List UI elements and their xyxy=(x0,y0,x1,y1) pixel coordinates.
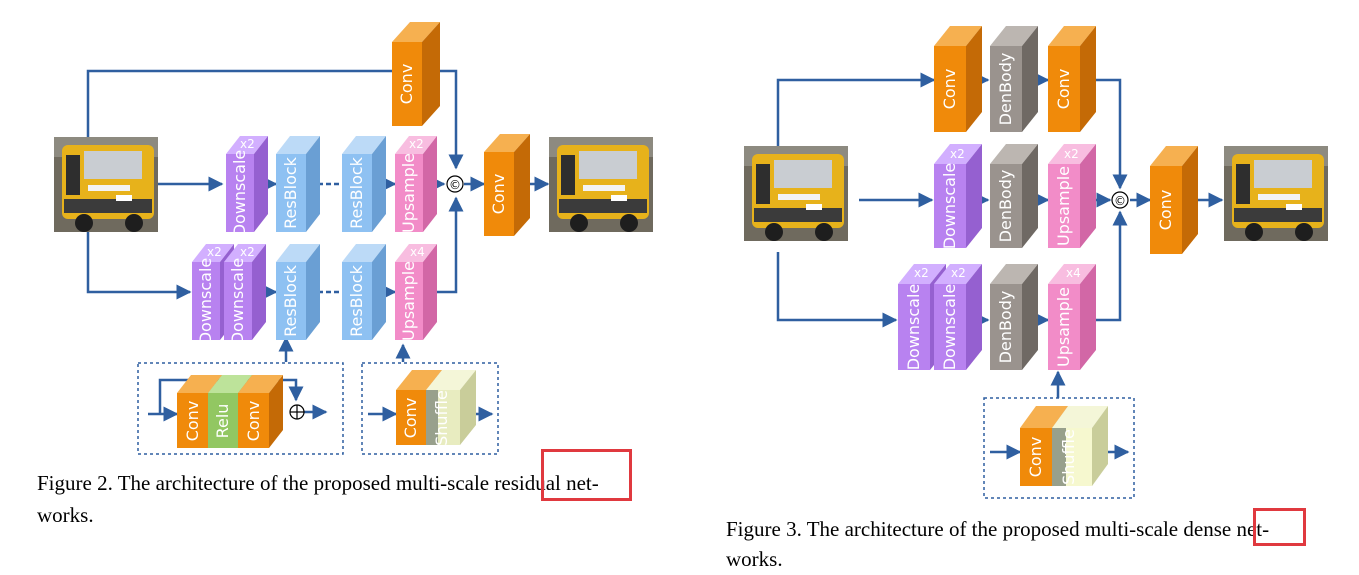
figure-3-caption-line-1: Figure 3. The architecture of the propos… xyxy=(726,517,1270,541)
fig2-resblock-detail: Conv Relu Conv xyxy=(137,362,344,455)
fig3-conv-final: Conv xyxy=(1150,146,1198,254)
fig2-input-image xyxy=(54,137,158,232)
fig2-output-image xyxy=(549,137,653,232)
figure-2: Conv Downscale x2 ResBlock ResBlock Upsa xyxy=(54,22,653,455)
svg-text:x2: x2 xyxy=(951,266,966,280)
svg-text:Upsample: Upsample xyxy=(1054,287,1073,367)
svg-text:DenBody: DenBody xyxy=(996,291,1015,364)
svg-text:x2: x2 xyxy=(950,147,965,161)
svg-text:Conv: Conv xyxy=(183,401,202,442)
svg-text:Downscale: Downscale xyxy=(904,284,923,371)
svg-text:ResBlock: ResBlock xyxy=(347,156,366,229)
svg-text:Shuffle: Shuffle xyxy=(1059,429,1078,485)
svg-text:x2: x2 xyxy=(1064,147,1079,161)
svg-text:DenBody: DenBody xyxy=(996,170,1015,243)
svg-text:Downscale: Downscale xyxy=(940,163,959,250)
svg-text:ResBlock: ResBlock xyxy=(347,264,366,337)
fig3-upsample-mid: Upsample x2 xyxy=(1048,144,1096,248)
svg-text:ResBlock: ResBlock xyxy=(281,156,300,229)
svg-text:Upsample: Upsample xyxy=(399,261,418,341)
svg-text:ResBlock: ResBlock xyxy=(281,264,300,337)
svg-text:x2: x2 xyxy=(207,245,222,259)
fig3-concat-node: © xyxy=(1111,191,1129,209)
fig3-upsample-bottom: Upsample x4 xyxy=(1048,264,1096,370)
fig2-conv-final: Conv xyxy=(484,134,530,236)
svg-text:Upsample: Upsample xyxy=(399,153,418,233)
svg-text:x4: x4 xyxy=(1066,266,1081,280)
fig3-conv-top-2: Conv xyxy=(1048,26,1096,132)
fig3-input-image xyxy=(744,146,848,241)
fig2-concat-node: © xyxy=(446,175,464,193)
fig3-upsample-detail: Conv Shuffle xyxy=(983,397,1135,499)
svg-text:x2: x2 xyxy=(914,266,929,280)
fig2-upsample-bottom: Upsample x4 xyxy=(395,244,437,341)
fig2-resblock-mid-2: ResBlock xyxy=(342,136,386,232)
fig2-resblock-mid-1: ResBlock xyxy=(276,136,320,232)
fig2-detail-conv-2: Conv xyxy=(238,375,283,448)
svg-text:Downscale: Downscale xyxy=(230,150,249,237)
fig2-upsample-mid: Upsample x2 xyxy=(395,136,437,233)
fig3-conv-top-1: Conv xyxy=(934,26,982,132)
svg-text:Relu: Relu xyxy=(213,404,232,439)
fig2-add-node xyxy=(289,404,305,420)
figure-3-caption-line-2: works. xyxy=(726,547,783,571)
svg-text:©: © xyxy=(449,178,461,192)
svg-text:x2: x2 xyxy=(240,245,255,259)
architecture-figures: Conv Downscale x2 ResBlock ResBlock Upsa xyxy=(54,22,1328,499)
svg-text:Conv: Conv xyxy=(489,174,508,215)
svg-text:©: © xyxy=(1114,194,1126,208)
svg-text:Conv: Conv xyxy=(1054,69,1073,110)
fig3-denbody-top: DenBody xyxy=(990,26,1038,132)
svg-text:Conv: Conv xyxy=(401,398,420,439)
svg-text:Conv: Conv xyxy=(244,401,263,442)
fig3-downscale-mid: Downscale x2 xyxy=(934,144,982,249)
svg-text:Conv: Conv xyxy=(1026,437,1045,478)
figure-2-caption-line-1: Figure 2. The architecture of the propos… xyxy=(37,471,599,495)
fig2-detail-shuffle: Shuffle xyxy=(426,370,476,446)
svg-text:x2: x2 xyxy=(240,137,255,151)
fig3-denbody-bottom: DenBody xyxy=(990,264,1038,370)
svg-text:DenBody: DenBody xyxy=(996,53,1015,126)
figure-2-caption-line-2: works. xyxy=(37,503,94,527)
fig3-output-image xyxy=(1224,146,1328,241)
fig2-conv-top-label: Conv xyxy=(397,64,416,105)
figure-2-highlight-box xyxy=(541,449,632,501)
svg-text:Downscale: Downscale xyxy=(196,258,215,345)
fig2-downscale-mid: Downscale x2 xyxy=(226,136,268,236)
fig3-denbody-mid: DenBody xyxy=(990,144,1038,248)
fig2-downscale-bottom-2: Downscale x2 xyxy=(224,244,266,344)
fig3-downscale-bottom-2: Downscale x2 xyxy=(934,264,982,370)
figure-3-highlight-box xyxy=(1253,508,1306,546)
fig2-conv-top: Conv xyxy=(392,22,440,126)
fig2-upsample-detail: Conv Shuffle xyxy=(361,362,499,455)
svg-text:x4: x4 xyxy=(410,245,425,259)
fig2-resblock-bottom-1: ResBlock xyxy=(276,244,320,340)
svg-text:x2: x2 xyxy=(409,137,424,151)
svg-text:Downscale: Downscale xyxy=(940,284,959,371)
svg-text:Downscale: Downscale xyxy=(228,258,247,345)
svg-text:Conv: Conv xyxy=(940,69,959,110)
svg-text:Conv: Conv xyxy=(1156,190,1175,231)
svg-text:Shuffle: Shuffle xyxy=(432,390,451,446)
svg-text:Upsample: Upsample xyxy=(1054,166,1073,246)
fig3-detail-shuffle: Shuffle xyxy=(1052,406,1108,486)
figure-3: Conv DenBody Conv Downscale x2 DenBody xyxy=(744,26,1328,499)
fig2-resblock-bottom-2: ResBlock xyxy=(342,244,386,340)
